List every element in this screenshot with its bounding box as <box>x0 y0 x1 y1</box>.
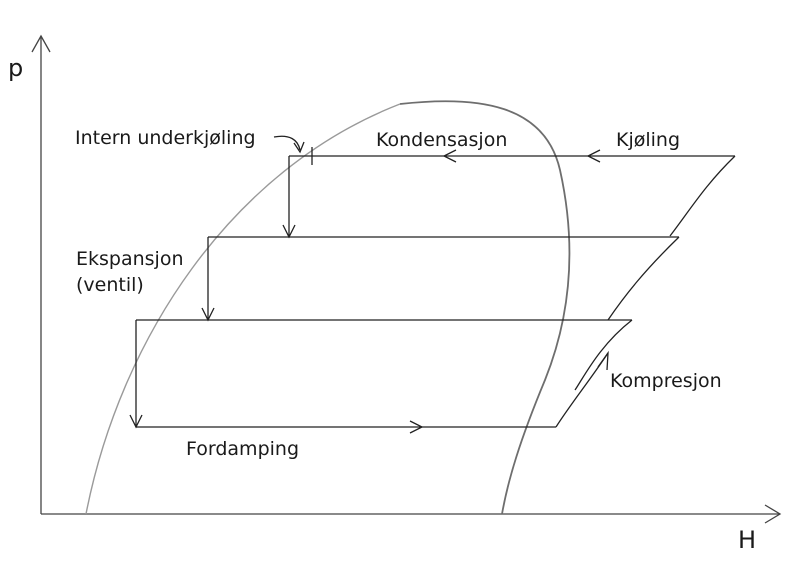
label-internal-subcooling: Intern underkjøling <box>75 127 256 149</box>
y-axis-label: p <box>8 54 23 82</box>
label-condensation: Kondensasjon <box>376 129 507 151</box>
label-compression: Kompresjon <box>610 370 722 392</box>
label-expansion-valve: (ventil) <box>76 274 144 296</box>
cooling-curve-top <box>669 155 736 237</box>
expansion-arrow-2 <box>201 307 215 322</box>
expansion-arrow-3 <box>129 414 143 429</box>
refrigeration-cycle <box>135 147 736 428</box>
y-axis-arrowhead <box>31 34 51 53</box>
x-axis-label: H <box>738 526 756 554</box>
x-axis-arrowhead <box>764 504 782 524</box>
compression-curve-upper <box>607 236 680 321</box>
cooling-arrow <box>586 149 601 163</box>
compression-curve-middle <box>574 319 633 391</box>
labels: Intern underkjøling Kondensasjon Kjøling… <box>75 127 722 460</box>
condensation-arrow <box>442 149 457 163</box>
compression-arrow <box>597 350 609 371</box>
flow-arrows <box>129 149 609 434</box>
subcooling-pointer-head <box>293 141 305 154</box>
label-cooling: Kjøling <box>616 129 680 151</box>
saturation-dome <box>85 100 571 515</box>
axes: p H <box>8 34 782 554</box>
subcooling-pointer <box>273 135 301 151</box>
label-expansion: Ekspansjon <box>76 248 184 270</box>
label-evaporation: Fordamping <box>186 438 299 460</box>
saturated-liquid-line <box>85 103 401 515</box>
expansion-arrow-1 <box>282 224 296 239</box>
evaporation-arrow <box>409 420 424 434</box>
saturated-vapor-line <box>399 100 571 515</box>
